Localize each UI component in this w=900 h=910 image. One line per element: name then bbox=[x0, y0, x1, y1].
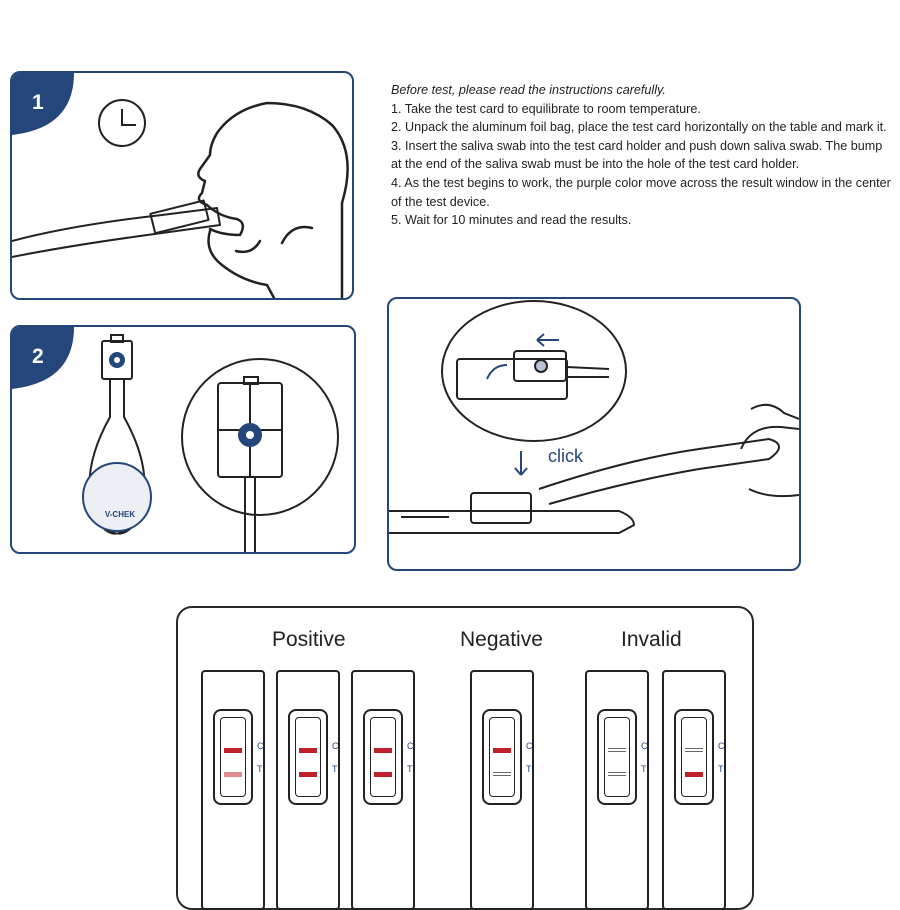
down-arrow-icon bbox=[514, 451, 528, 476]
test-line bbox=[374, 772, 392, 777]
saliva-swab-drawing bbox=[82, 379, 152, 535]
result-window bbox=[213, 709, 253, 805]
control-line bbox=[374, 748, 392, 753]
test-mark: T bbox=[718, 764, 724, 774]
step1-badge-shape bbox=[12, 73, 74, 135]
left-arrow-icon bbox=[536, 333, 559, 347]
test-line bbox=[299, 772, 317, 777]
instruction-item: 5. Wait for 10 minutes and read the resu… bbox=[391, 213, 632, 228]
instruction-item: 3. Insert the saliva swab into the test … bbox=[391, 138, 883, 172]
result-window bbox=[674, 709, 714, 805]
instructions-intro: Before test, please read the instruction… bbox=[391, 83, 666, 97]
swab-tip-drawing bbox=[101, 334, 133, 380]
saliva-swab-drawing bbox=[12, 199, 221, 258]
card-holder-drawing bbox=[389, 492, 636, 534]
test-cassette: C T bbox=[351, 670, 415, 910]
test-line bbox=[493, 772, 511, 776]
step1-illustration bbox=[12, 73, 349, 298]
test-cassette: C T bbox=[201, 670, 265, 910]
step2-badge-shape bbox=[12, 327, 74, 389]
test-cassette: C T bbox=[276, 670, 340, 910]
test-mark: T bbox=[332, 764, 338, 774]
control-line bbox=[224, 748, 242, 753]
control-line bbox=[299, 748, 317, 753]
results-panel bbox=[176, 606, 754, 910]
invalid-title: Invalid bbox=[621, 628, 682, 651]
control-line bbox=[493, 748, 511, 753]
test-line bbox=[608, 772, 626, 776]
positive-title: Positive bbox=[272, 628, 346, 651]
control-mark: C bbox=[257, 741, 264, 751]
result-window bbox=[482, 709, 522, 805]
instruction-item: 1. Take the test card to equilibrate to … bbox=[391, 101, 701, 116]
result-window bbox=[288, 709, 328, 805]
instruction-item: 4. As the test begins to work, the purpl… bbox=[391, 175, 891, 209]
head-profile-drawing bbox=[197, 101, 349, 298]
test-mark: T bbox=[641, 764, 647, 774]
magnified-holder-drawing bbox=[441, 300, 627, 442]
magnified-card-icon bbox=[181, 358, 339, 552]
test-mark: T bbox=[257, 764, 263, 774]
test-mark: T bbox=[526, 764, 532, 774]
saliva-swab-drawing bbox=[538, 437, 780, 505]
negative-title: Negative bbox=[460, 628, 543, 651]
step2-illustration bbox=[12, 327, 339, 552]
step1-number: 1 bbox=[32, 91, 44, 114]
step3-panel bbox=[387, 297, 801, 571]
test-cassette: C T bbox=[662, 670, 726, 910]
click-label: click bbox=[548, 446, 583, 466]
result-window bbox=[363, 709, 403, 805]
result-window bbox=[597, 709, 637, 805]
instructions-text: Before test, please read the instruction… bbox=[391, 81, 891, 230]
control-mark: C bbox=[641, 741, 648, 751]
test-line bbox=[224, 772, 242, 777]
control-mark: C bbox=[526, 741, 533, 751]
control-line bbox=[608, 748, 626, 752]
test-cassette: C T bbox=[470, 670, 534, 910]
test-cassette: C T bbox=[585, 670, 649, 910]
hand-drawing bbox=[740, 403, 799, 498]
step2-panel: 2 V-CHEK bbox=[10, 325, 356, 554]
step2-number: 2 bbox=[32, 345, 44, 368]
control-mark: C bbox=[718, 741, 725, 751]
test-line bbox=[685, 772, 703, 777]
clock-icon bbox=[98, 99, 146, 147]
control-line bbox=[685, 748, 703, 752]
step3-illustration bbox=[389, 300, 799, 534]
swab-brand-logo: V-CHEK bbox=[104, 510, 136, 519]
control-mark: C bbox=[332, 741, 339, 751]
test-mark: T bbox=[407, 764, 413, 774]
control-mark: C bbox=[407, 741, 414, 751]
instruction-item: 2. Unpack the aluminum foil bag, place t… bbox=[391, 120, 887, 135]
step1-panel: 1 bbox=[10, 71, 354, 300]
